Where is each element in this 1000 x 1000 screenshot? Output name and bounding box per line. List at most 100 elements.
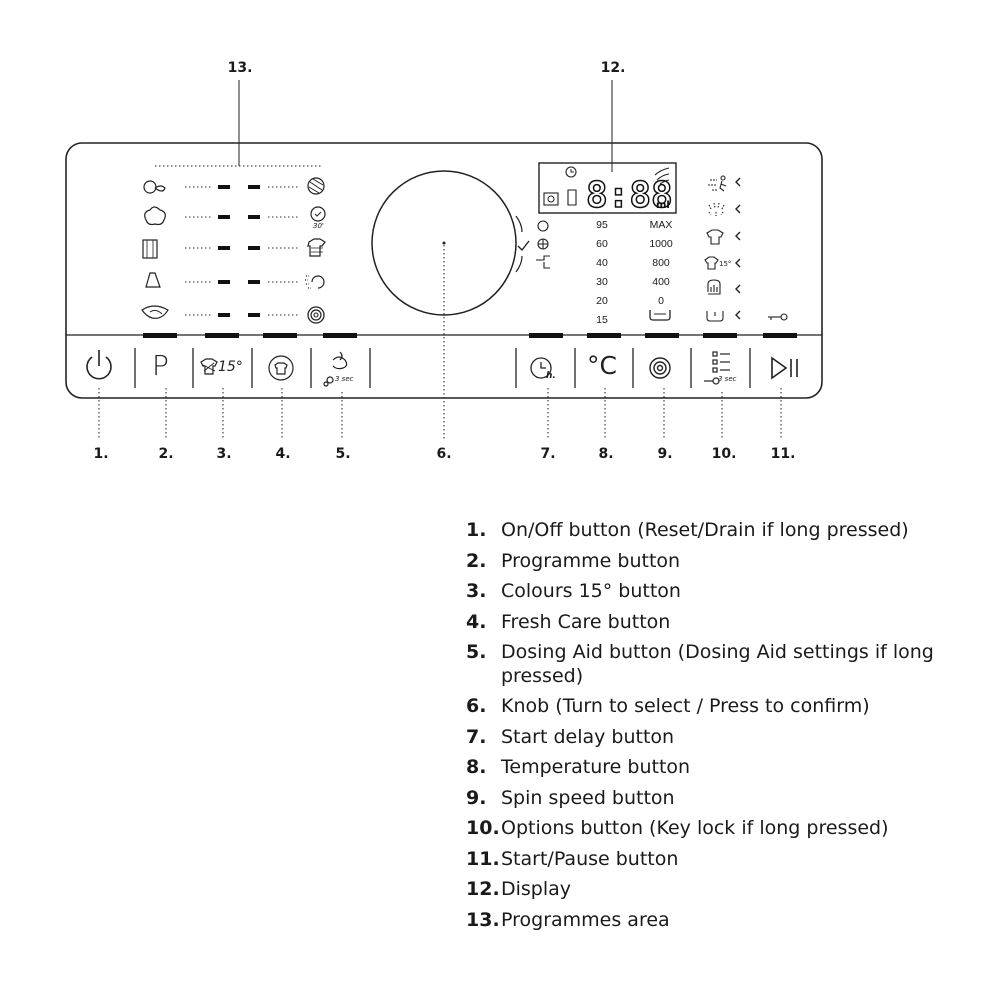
callout-11-label: 11. (770, 446, 796, 462)
option-rinse-icon (708, 202, 725, 216)
knob (371, 170, 517, 316)
legend-item: 6.Knob (Turn to select / Press to confir… (466, 691, 966, 722)
button-separators (134, 348, 751, 388)
option-drain-icon (706, 311, 724, 322)
bottom-buttons (86, 350, 798, 387)
display-unit: ml (656, 200, 670, 211)
callout-2-label: 2. (158, 446, 174, 462)
legend-text: Temperature button (501, 756, 691, 778)
legend-item: 4.Fresh Care button (466, 607, 966, 638)
start-pause-button[interactable] (753, 344, 813, 392)
legend-text: Programmes area (501, 908, 670, 931)
legend-text: Start delay button (501, 725, 675, 748)
options-button[interactable] (694, 344, 747, 392)
legend-number: 6. (466, 695, 487, 717)
legend-text: Spin speed button (501, 786, 675, 809)
options-button-hint: 3 sec (718, 375, 737, 383)
legend-number: 2. (466, 549, 487, 572)
legend-item: 9. Spin speed button (466, 783, 966, 814)
option-quick-icon (708, 175, 727, 192)
callout-6-label: 6. (436, 446, 452, 462)
programme-button-label: P (152, 349, 169, 382)
legend-item: 2. Programme button (466, 546, 966, 577)
dosing-button-hint: 3 sec (335, 375, 354, 383)
programme-button[interactable] (138, 344, 190, 392)
legend-item: 13.Programmes area (466, 905, 966, 936)
display-digits: 8:88 (586, 175, 673, 216)
button-indicator-bars (143, 333, 797, 338)
option-hand-icon (707, 279, 721, 295)
spin-value: 400 (652, 276, 670, 288)
temp-value: 30 (596, 276, 608, 288)
legend-item: 1.On/Off button (Reset/Drain if long pre… (466, 515, 966, 546)
legend-number: 8. (466, 756, 487, 778)
legend-number: 10. (466, 817, 500, 839)
spin-value: 800 (652, 257, 670, 269)
legend-item: 8. Temperature button (466, 752, 966, 783)
dosing-aid-button[interactable] (314, 344, 367, 392)
power-icon (86, 350, 112, 380)
spin-speed-icon (649, 357, 671, 379)
callout-7-label: 7. (540, 446, 556, 462)
legend-item: 11.Start/Pause button (466, 844, 966, 875)
fresh-care-button[interactable] (255, 344, 308, 392)
legend-number: 5. (466, 641, 487, 663)
legend-text: On/Off button (Reset/Drain if long press… (501, 519, 909, 541)
svg-text:15°: 15° (719, 260, 731, 268)
callout-9-label: 9. (657, 446, 673, 462)
start-delay-button[interactable] (519, 344, 572, 392)
callout-1-label: 1. (93, 446, 109, 462)
programme-mixed-row (142, 238, 326, 259)
knob-control[interactable] (372, 171, 516, 315)
options-icon (704, 351, 730, 385)
programme-cotton-row: 30' (144, 206, 326, 230)
option-arrow-5 (735, 284, 741, 294)
callout-8-label: 8. (598, 446, 614, 462)
option-arrow-1 (735, 177, 741, 187)
display-indicators (536, 220, 550, 269)
programme-eco-row (143, 177, 325, 195)
checkmark-icon (517, 240, 530, 252)
start-delay-suffix: h. (546, 371, 556, 381)
spin-value: 1000 (649, 238, 673, 250)
key-lock-icon (768, 313, 788, 321)
callout-12-label: 12. (600, 60, 626, 76)
option-arrow-6 (735, 310, 741, 320)
legend-number: 12. (466, 878, 500, 900)
programme-delicates-row (145, 272, 325, 289)
legend-number: 9. (466, 786, 487, 809)
options-column: 15° (704, 175, 788, 322)
bottom-callout-leaders (98, 388, 782, 440)
legend-item: 10.Options button (Key lock if long pres… (466, 813, 966, 844)
start-delay-icon (530, 357, 552, 379)
spin-speed-button[interactable] (636, 344, 688, 392)
temperature-button[interactable] (578, 344, 630, 392)
legend-list: 1.On/Off button (Reset/Drain if long pre… (466, 515, 966, 935)
legend-item: 12.Display (466, 874, 966, 905)
fresh-care-icon (268, 355, 294, 381)
dosing-aid-icon (323, 351, 348, 387)
temp-value: 40 (596, 257, 608, 269)
legend-text: Colours 15° button (501, 580, 681, 602)
option-steam-icon (704, 256, 719, 270)
legend-number: 7. (466, 725, 487, 748)
colours-icon (200, 358, 218, 375)
callout-10-label: 10. (711, 446, 737, 462)
colours-button-label: 15° (218, 359, 243, 375)
temp-value: 60 (596, 238, 608, 250)
colours-15-button[interactable] (196, 344, 249, 392)
display (538, 162, 677, 214)
legend-number: 3. (466, 580, 487, 602)
legend-number: 11. (466, 847, 500, 870)
option-shirt-icon (706, 229, 724, 245)
legend-item: 7. Start delay button (466, 722, 966, 753)
legend-text: Dosing Aid button (Dosing Aid settings i… (501, 641, 934, 687)
svg-text:30': 30' (313, 222, 324, 230)
temp-value: 20 (596, 295, 608, 307)
callout-3-label: 3. (216, 446, 232, 462)
callout-13-label: 13. (227, 60, 253, 76)
legend-text: Programme button (501, 549, 681, 572)
legend-text: Start/Pause button (501, 847, 679, 870)
on-off-button[interactable] (72, 344, 130, 392)
